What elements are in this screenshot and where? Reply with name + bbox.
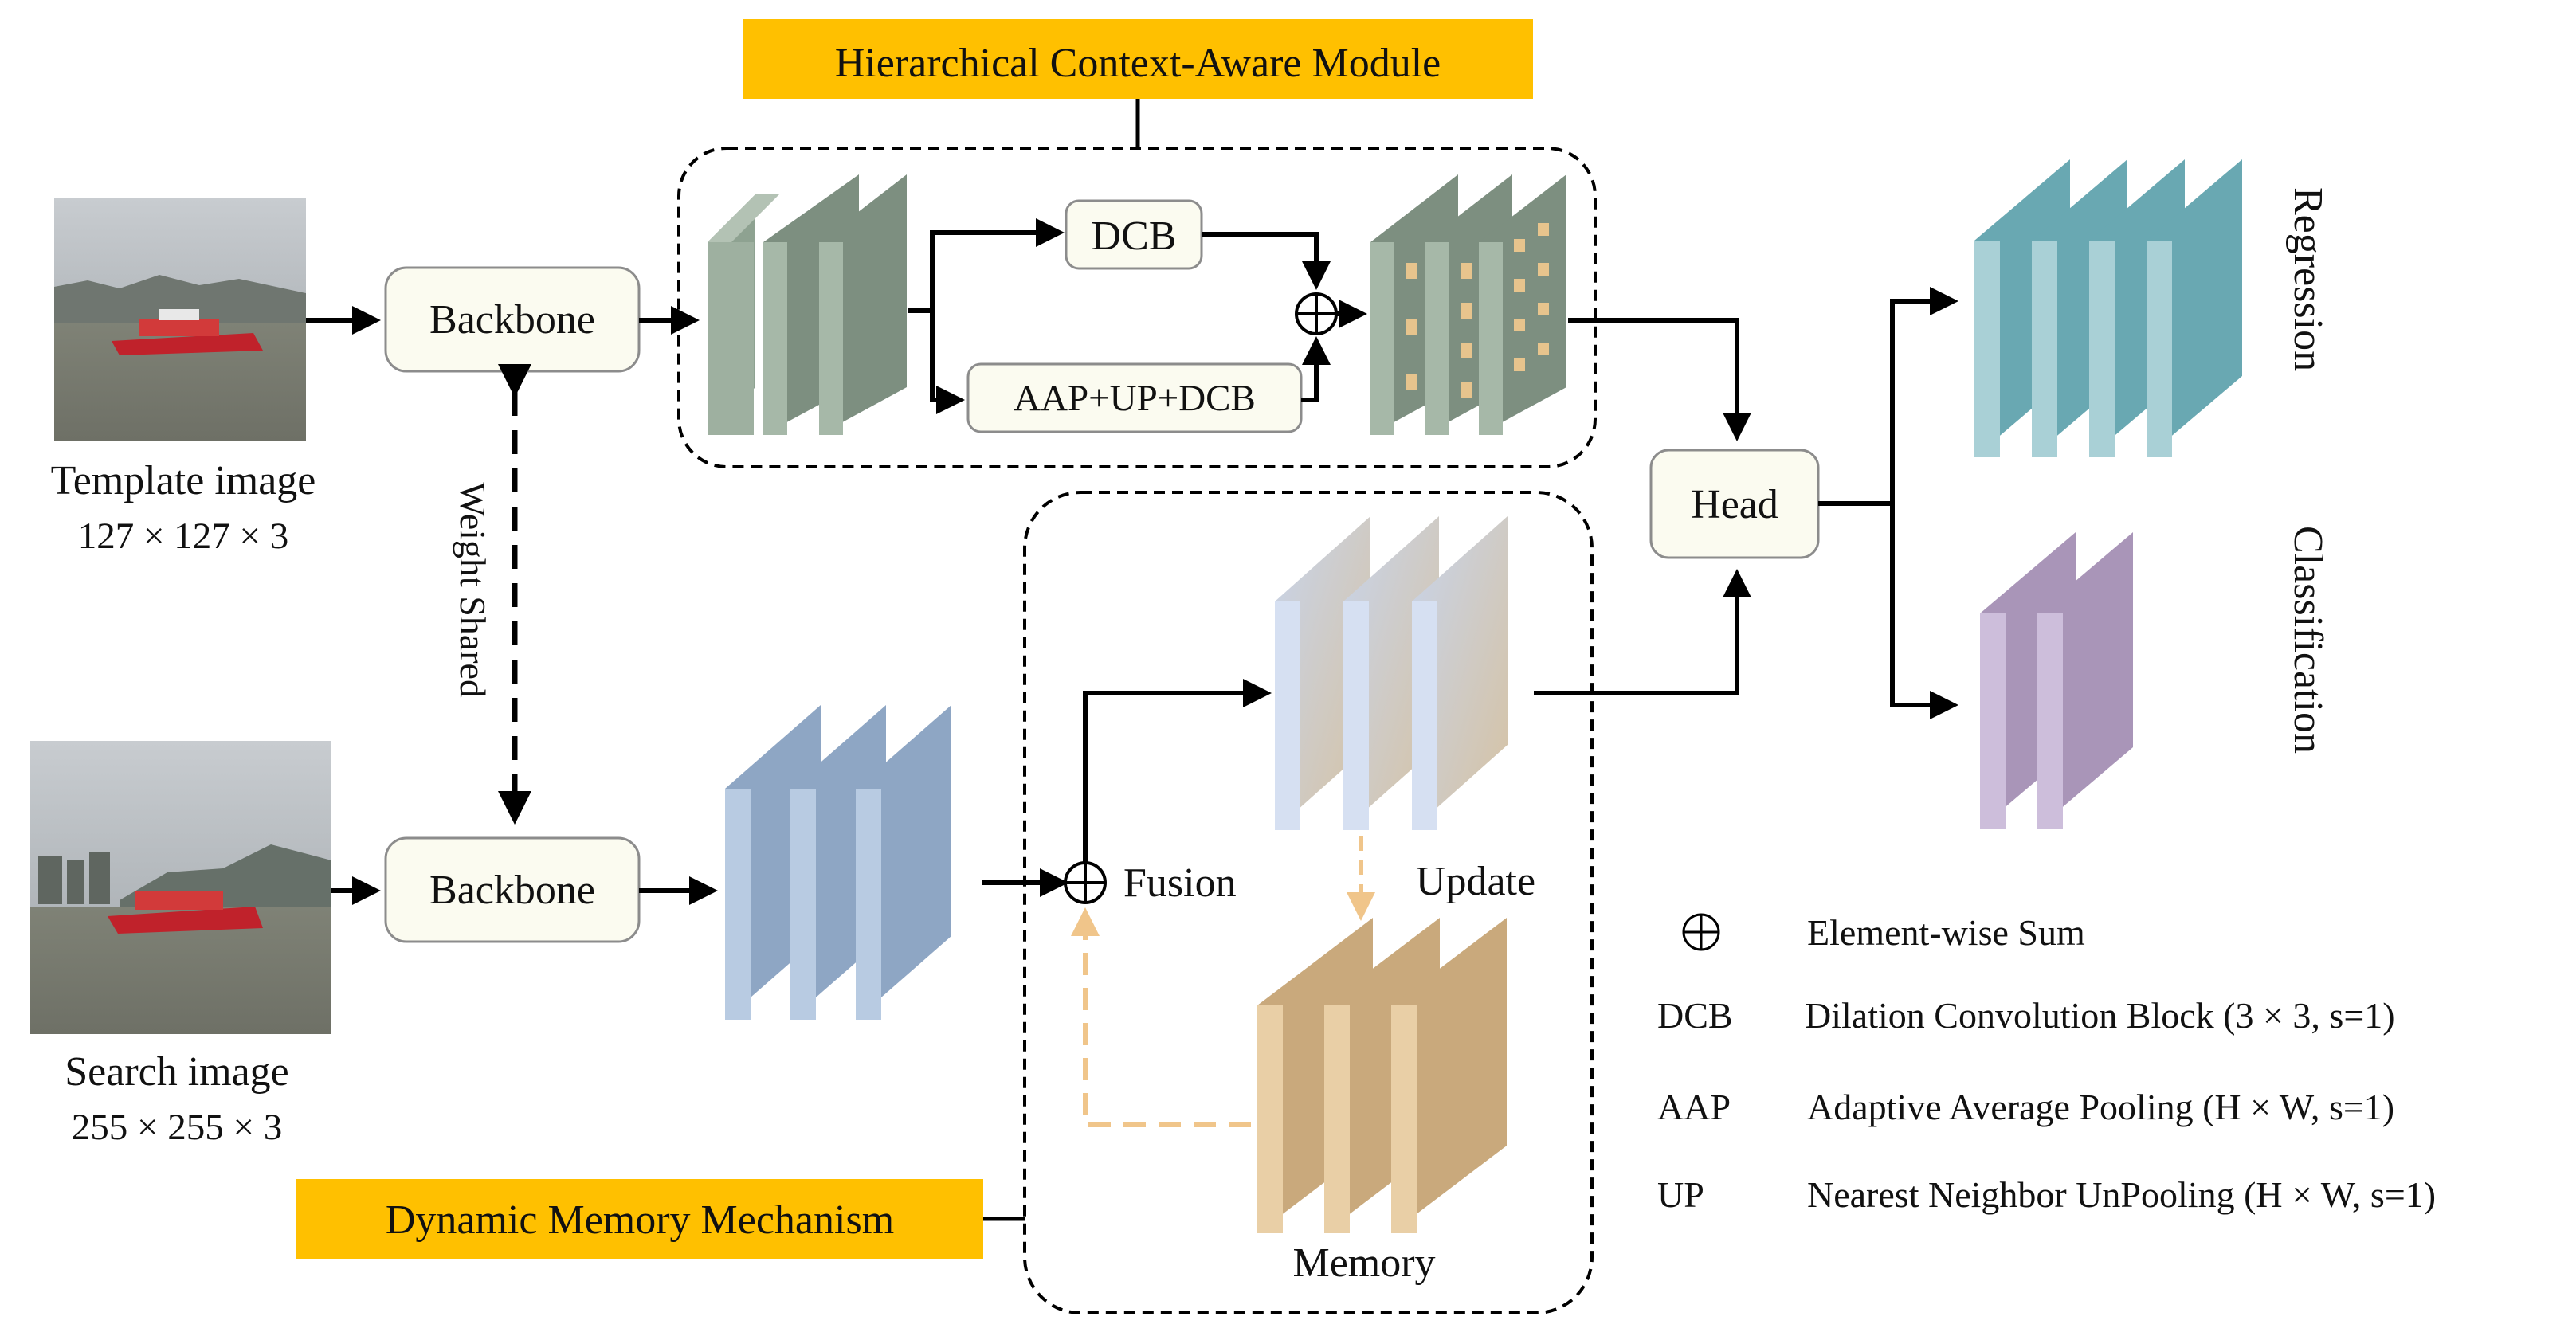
search-image [30,741,331,1034]
legend-item-aap: Adaptive Average Pooling (H × W, s=1) [1807,1087,2394,1127]
search-image-size: 255 × 255 × 3 [72,1107,283,1148]
arrow-to-aap [930,311,965,414]
update-feature-maps [1275,516,1508,830]
legend-item-sum: Element-wise Sum [1807,912,2085,953]
arrow-aap-to-sum [1301,336,1331,402]
arrow-update-to-head [1534,569,1751,695]
legend-sum-icon [1682,913,1720,951]
fusion-label: Fusion [1123,860,1237,906]
classification-feature-maps [1980,532,2133,829]
arrow-fusion-to-update [1083,679,1272,863]
legend-item-dcb: Dilation Convolution Block (3 × 3, s=1) [1805,995,2395,1036]
backbone-bottom-label: Backbone [429,868,595,913]
weight-shared-label: Weight Shared [453,482,493,698]
legend-symbol-aap: AAP [1657,1087,1731,1127]
fusion-sum-icon [1064,861,1107,904]
update-label: Update [1416,859,1535,904]
legend-symbol-up: UP [1657,1174,1704,1215]
dmm-label: Dynamic Memory Mechanism [386,1197,894,1243]
search-image-label: Search image [65,1049,289,1095]
arrow-hcam-to-head [1568,318,1751,441]
legend-item-up: Nearest Neighbor UnPooling (H × W, s=1) [1807,1174,2436,1215]
arrow-to-dcb [908,218,1065,313]
regression-feature-maps [1974,159,2242,457]
dmm-module-border [1023,491,1594,1314]
template-feature-maps [708,174,907,435]
arrow-head-to-classification [1890,503,1958,719]
aap-up-dcb-label: AAP+UP+DCB [1014,378,1256,419]
hcam-output-feature-maps [1370,174,1566,435]
head-label: Head [1691,482,1778,527]
dcb-label: DCB [1092,214,1177,259]
arrow-dcb-to-sum [1202,232,1331,290]
memory-feature-maps [1257,918,1507,1233]
hcam-label-box [743,19,1533,99]
backbone-top-label: Backbone [429,297,595,343]
legend-symbol-dcb: DCB [1657,995,1733,1036]
dmm-label-box [296,1179,983,1259]
template-image [54,198,306,441]
regression-label: Regression [2285,187,2331,371]
arrow-memory-to-fusion [1071,907,1251,1127]
arrow-head-to-regression [1818,287,1958,506]
template-image-label: Template image [51,458,316,503]
search-feature-maps [725,705,951,1020]
element-wise-sum-icon [1295,292,1338,335]
hcam-label: Hierarchical Context-Aware Module [835,41,1441,86]
legend: Element-wise Sum DCB Dilation Convolutio… [1657,912,2436,1215]
memory-label: Memory [1292,1240,1435,1286]
template-image-size: 127 × 127 × 3 [78,515,289,557]
classification-label: Classification [2285,526,2331,754]
